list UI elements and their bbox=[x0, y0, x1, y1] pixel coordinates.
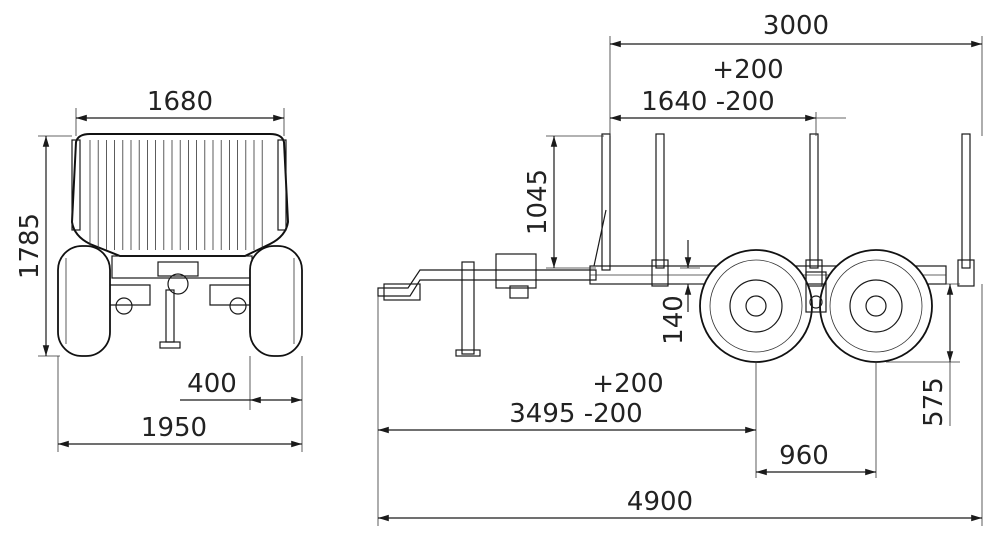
side-view bbox=[377, 133, 975, 363]
stake-2 bbox=[655, 133, 665, 269]
dim-stake-height: 1045 bbox=[523, 169, 553, 235]
side-dimensions: 3000 +200 1640 -200 1045 140 575 +200 34… bbox=[377, 11, 983, 526]
dim-drawbar-to-axle: 3495 -200 bbox=[509, 399, 642, 429]
valve-block bbox=[495, 253, 537, 289]
front-left-bracket bbox=[107, 284, 151, 306]
front-dimensions: 1680 1785 400 1950 bbox=[15, 87, 303, 452]
rear-stake bbox=[961, 133, 971, 269]
stake-socket-rear bbox=[957, 259, 975, 287]
jack-foot bbox=[455, 349, 481, 357]
dim-bunk-offset-plus: +200 bbox=[712, 55, 783, 85]
front-right-tyre bbox=[249, 245, 303, 357]
front-view bbox=[57, 133, 303, 357]
front-left-stake bbox=[71, 139, 81, 231]
front-basket-frame bbox=[70, 133, 290, 257]
front-support-leg bbox=[165, 289, 175, 343]
dim-ground-clearance: 140 bbox=[659, 295, 689, 345]
bogie-pivot bbox=[805, 271, 827, 313]
front-left-hub bbox=[115, 297, 133, 315]
front-support-foot bbox=[159, 341, 181, 349]
bogie-pin bbox=[809, 295, 823, 309]
front-right-hub bbox=[229, 297, 247, 315]
basket-slats bbox=[89, 140, 263, 250]
hitch-coupler bbox=[383, 283, 421, 301]
dim-track-offset: 400 bbox=[187, 369, 237, 399]
stake-brace bbox=[593, 209, 607, 267]
stake-socket-3 bbox=[805, 259, 823, 287]
dim-bunk-span: 3000 bbox=[763, 11, 829, 41]
stake-socket-2 bbox=[651, 259, 669, 287]
dim-axle-spacing: 960 bbox=[779, 441, 829, 471]
wheel-front bbox=[699, 249, 813, 363]
front-right-stake bbox=[277, 139, 287, 231]
front-hitch-box bbox=[157, 261, 199, 277]
dim-drawbar-plus: +200 bbox=[592, 369, 663, 399]
drawbar bbox=[377, 269, 597, 297]
dim-front-height: 1785 bbox=[15, 213, 45, 279]
front-hitch-ring bbox=[167, 273, 189, 295]
dim-overall-length: 4900 bbox=[627, 487, 693, 517]
front-stake bbox=[601, 133, 611, 271]
stake-3 bbox=[809, 133, 819, 269]
dim-frame-height: 575 bbox=[919, 377, 949, 427]
valve-block-lower bbox=[509, 285, 529, 299]
dim-front-width-top: 1680 bbox=[147, 87, 213, 117]
dim-overall-width: 1950 bbox=[141, 413, 207, 443]
front-left-tyre bbox=[57, 245, 111, 357]
dim-bunk-offset: 1640 -200 bbox=[641, 87, 774, 117]
jack-leg bbox=[461, 261, 475, 355]
wheel-rear bbox=[819, 249, 933, 363]
